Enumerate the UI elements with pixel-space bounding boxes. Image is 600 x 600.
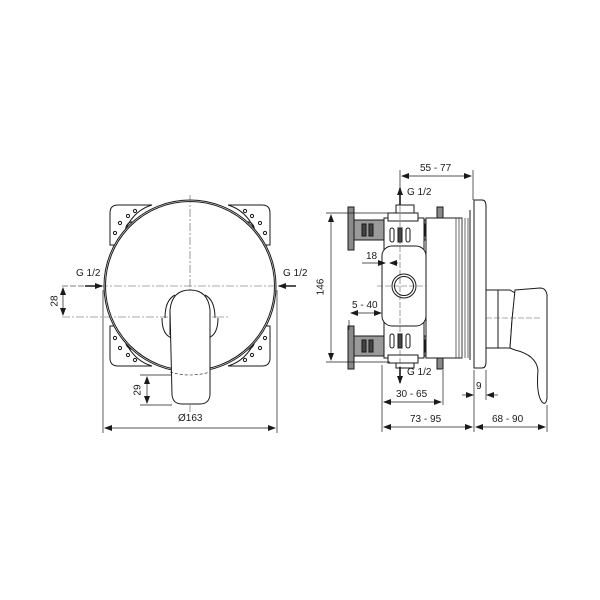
inlet-left-label: G 1/2 (76, 268, 101, 279)
inlet-right-label: G 1/2 (283, 268, 308, 279)
dim-port-offset: 18 (366, 251, 378, 262)
dim-body-depth: 30 - 65 (396, 389, 428, 400)
front-view-dimensions (60, 283, 296, 433)
lever-handle-side (485, 287, 548, 404)
side-view (347, 190, 548, 404)
dim-bracket-range: 5 - 40 (352, 300, 378, 311)
side-view-dimensions (326, 170, 548, 432)
lever-handle (161, 289, 219, 405)
cover-plate-side (473, 199, 487, 369)
dim-top-span: 55 - 77 (420, 163, 452, 174)
dim-projection: 68 - 90 (492, 414, 524, 425)
dim-install-depth: 73 - 95 (410, 414, 442, 425)
dim-height: 146 (315, 278, 327, 296)
dim-handle-length: 29 (132, 384, 144, 396)
dim-diameter: Ø163 (178, 413, 203, 424)
dim-plate-thickness: 9 (476, 381, 482, 392)
front-view (62, 195, 282, 412)
outlet-bottom-label: G 1/2 (407, 367, 432, 378)
outlet-top-label: G 1/2 (407, 187, 432, 198)
dim-offset-vertical: 28 (49, 295, 61, 307)
